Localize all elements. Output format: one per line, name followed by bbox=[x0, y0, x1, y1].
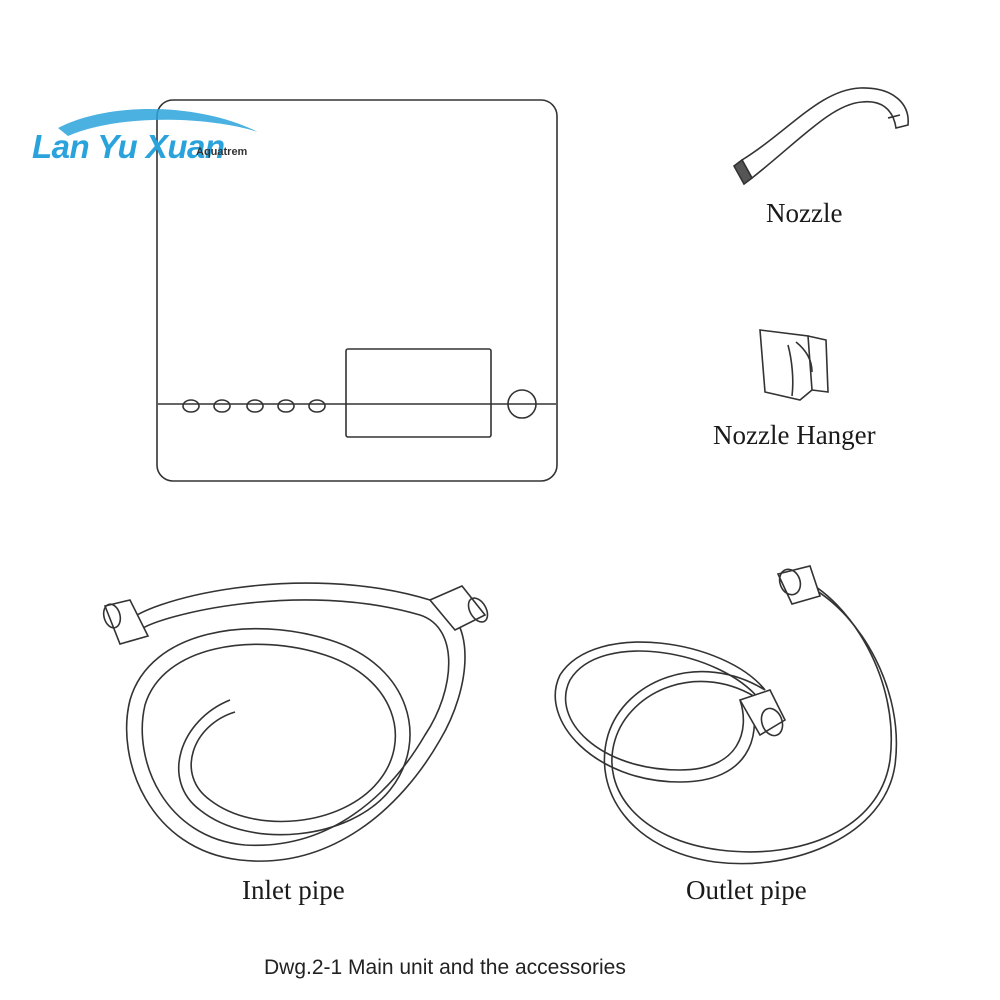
control-buttons bbox=[182, 399, 326, 413]
nozzle-label: Nozzle bbox=[766, 198, 843, 228]
nozzle-hanger-label: Nozzle Hanger bbox=[713, 420, 876, 450]
main-unit-outline bbox=[156, 99, 558, 482]
control-button bbox=[246, 399, 264, 413]
outlet-pipe-label: Outlet pipe bbox=[686, 875, 807, 905]
inlet-pipe-drawing bbox=[102, 582, 489, 862]
control-button bbox=[213, 399, 231, 413]
nozzle-hanger-drawing bbox=[759, 329, 829, 401]
control-button bbox=[182, 399, 200, 413]
watermark-swoosh-icon bbox=[58, 108, 258, 136]
control-button bbox=[277, 399, 295, 413]
watermark-text: Lan Yu Xuan bbox=[32, 128, 225, 165]
figure-caption: Dwg.2-1 Main unit and the accessories bbox=[264, 956, 626, 979]
control-button bbox=[308, 399, 326, 413]
unit-brand-label: Aquatrem bbox=[196, 146, 248, 158]
display-window bbox=[345, 348, 492, 438]
spray-stop-button bbox=[507, 389, 537, 419]
watermark-logo: Lan Yu Xuan bbox=[28, 106, 268, 166]
inlet-pipe-label: Inlet pipe bbox=[242, 875, 345, 905]
outlet-pipe-drawing bbox=[554, 565, 898, 865]
main-unit-drawing bbox=[156, 99, 558, 482]
nozzle-drawing bbox=[732, 87, 909, 186]
